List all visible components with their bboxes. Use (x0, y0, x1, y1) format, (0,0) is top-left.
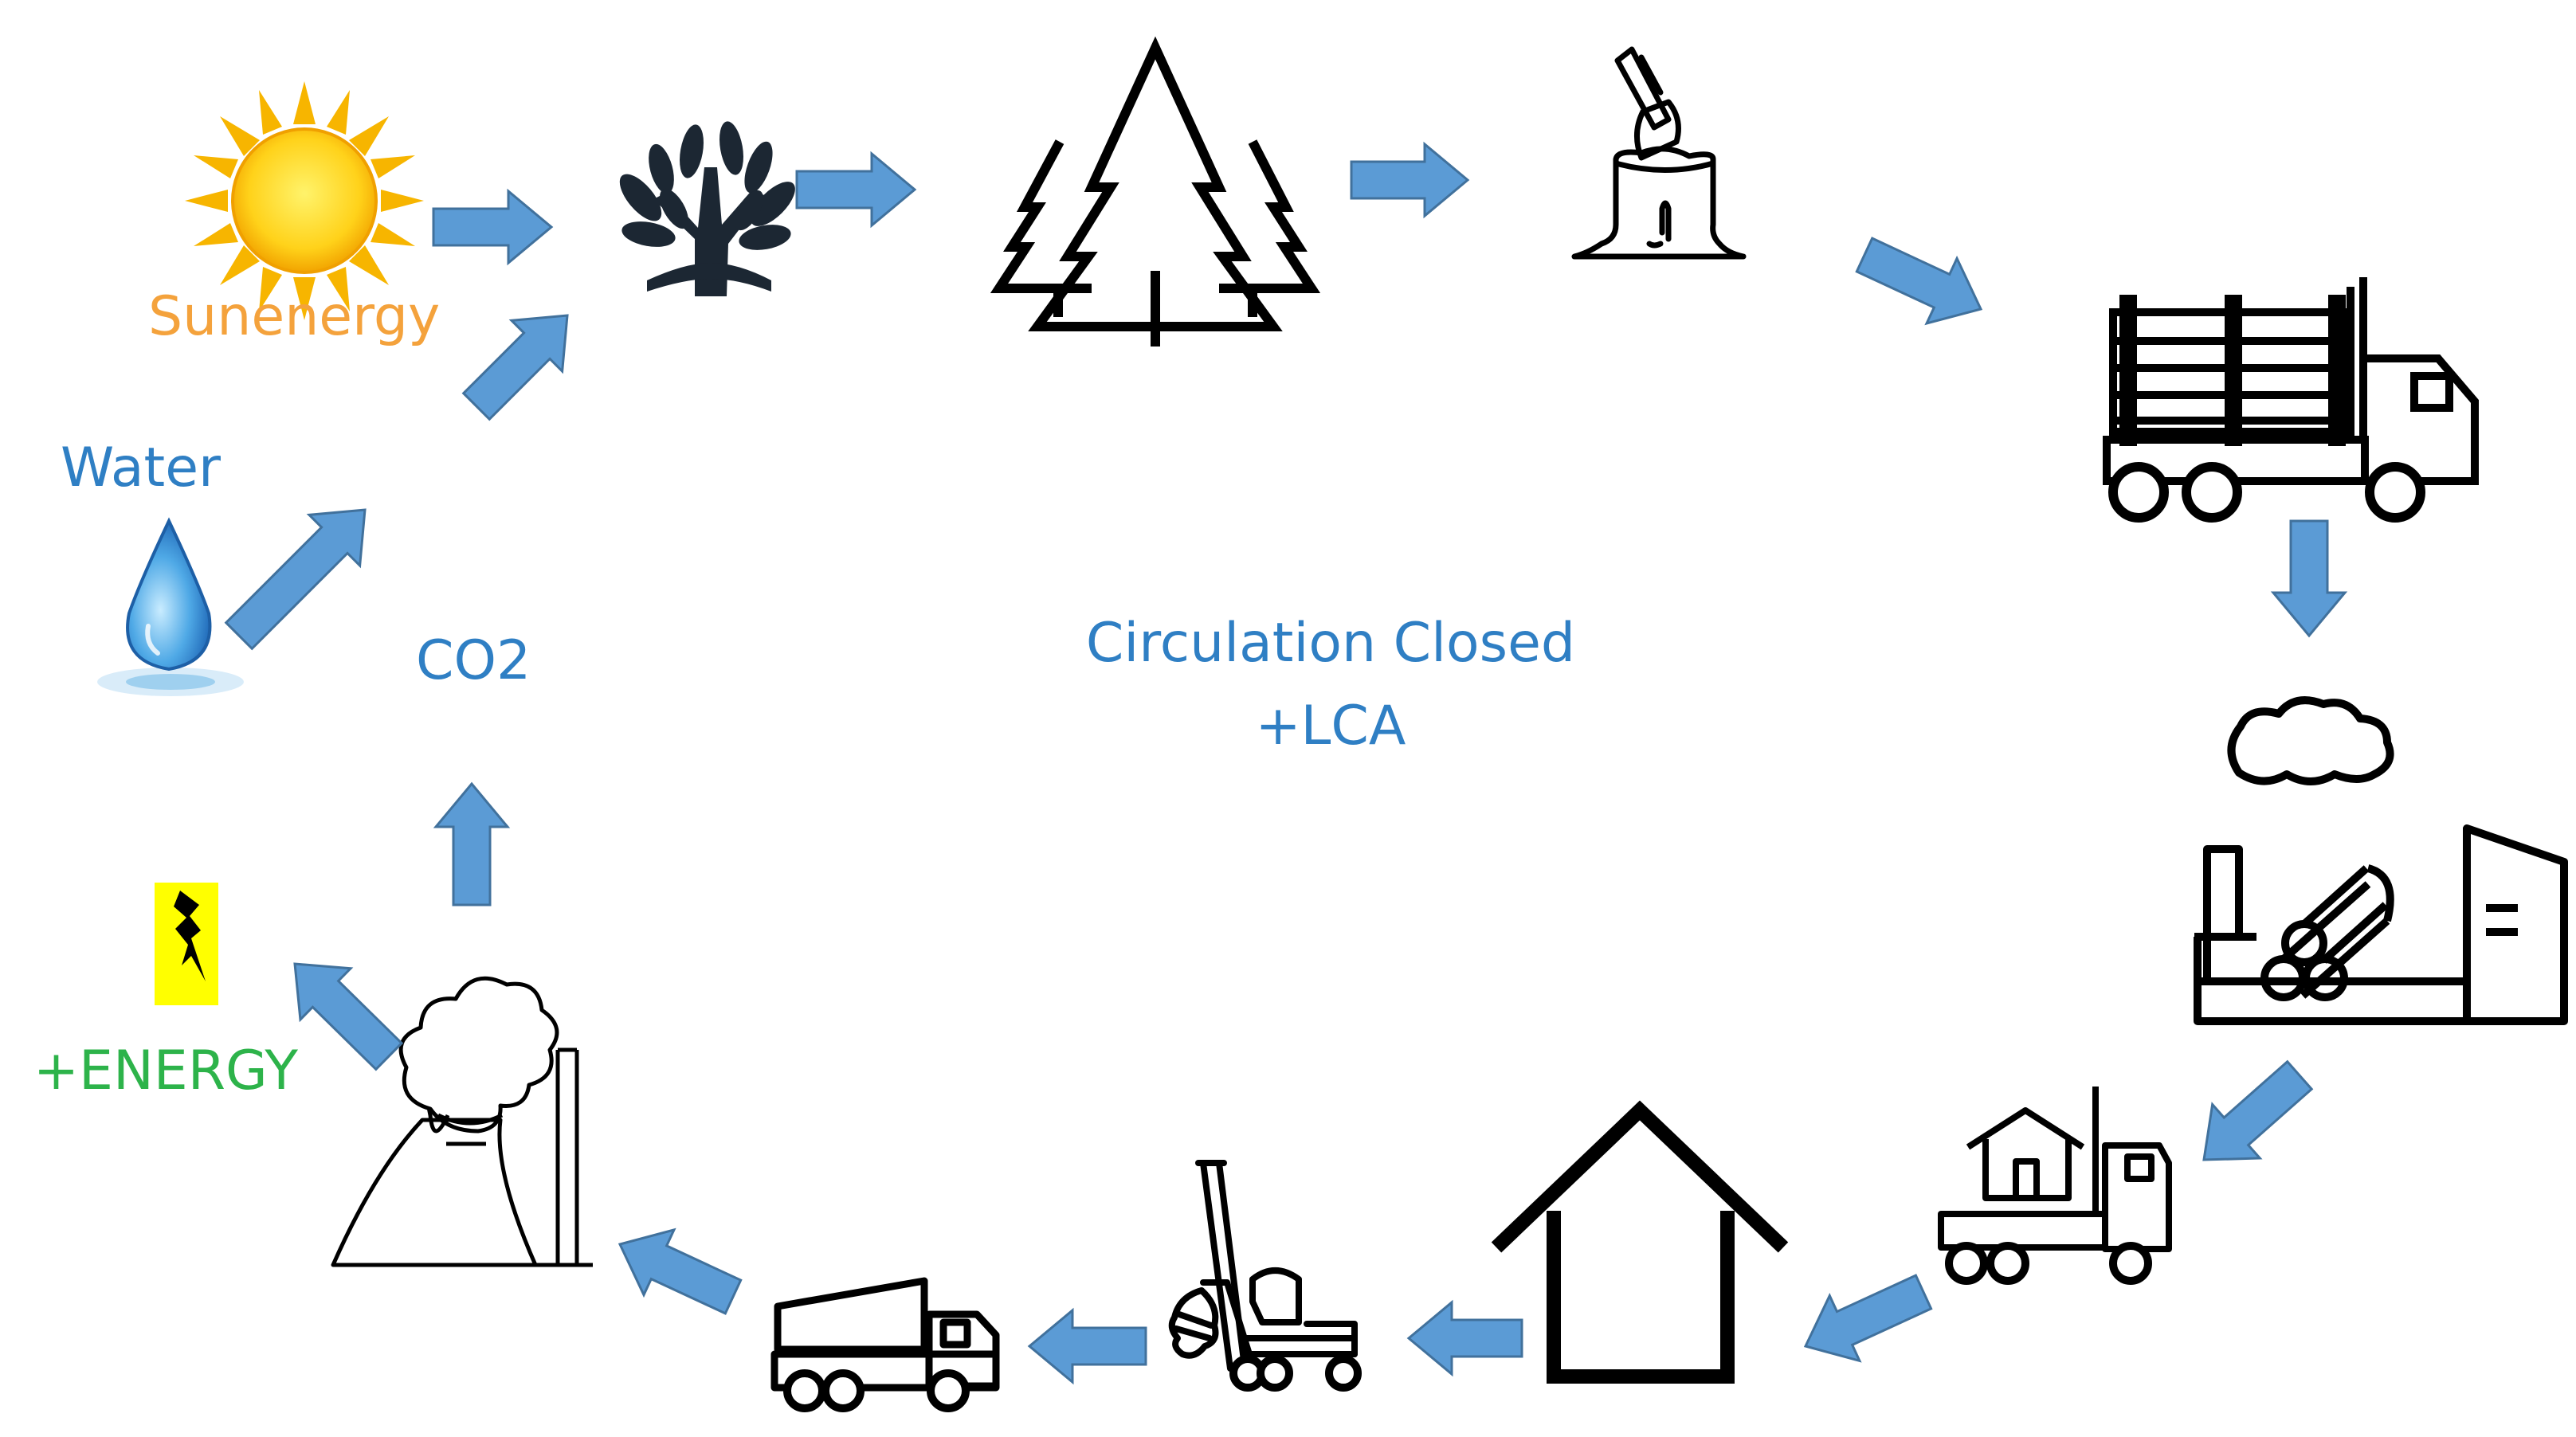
flow-arrow-3 (461, 314, 569, 421)
flow-arrow-12 (618, 1228, 743, 1315)
flow-arrow-7 (2270, 519, 2348, 638)
flow-arrow-8 (2202, 1059, 2314, 1161)
sapling-icon (619, 121, 795, 296)
flow-arrow-14 (293, 962, 404, 1071)
center-caption: Circulation Closed +LCA (1020, 602, 1641, 768)
log-truck-icon (2103, 277, 2479, 523)
flow-arrow-5 (1350, 141, 1470, 219)
house-truck-icon (1938, 1087, 2172, 1285)
sawmill-icon (2194, 696, 2568, 1025)
stump-axe-icon (1571, 46, 1747, 260)
co2-label: CO2 (416, 629, 531, 692)
water-label: Water (61, 437, 222, 499)
forest-icon (990, 36, 1321, 344)
house-icon (1491, 1100, 1789, 1384)
lightning-sign-icon (155, 883, 218, 1005)
center-caption-line2: +LCA (1255, 695, 1406, 758)
flow-arrow-1 (432, 188, 554, 266)
sun-energy-label: Sunenergy (148, 285, 441, 348)
flow-arrow-11 (1027, 1307, 1147, 1385)
flow-arrow-9 (1803, 1274, 1933, 1363)
center-caption-line1: Circulation Closed (1085, 612, 1576, 675)
water-drop-icon (97, 517, 244, 696)
dump-truck-icon (770, 1277, 1000, 1412)
flow-arrow-2 (224, 508, 367, 651)
flow-arrow-10 (1406, 1299, 1523, 1377)
energy-label: +ENERGY (33, 1040, 298, 1102)
arrows (224, 141, 2348, 1385)
crane-icon (1168, 1160, 1362, 1392)
flow-arrow-13 (433, 781, 511, 906)
power-plant-icon (331, 976, 593, 1267)
flow-arrow-4 (795, 151, 917, 229)
flow-arrow-6 (1855, 237, 1983, 326)
sun-icon (185, 81, 424, 320)
